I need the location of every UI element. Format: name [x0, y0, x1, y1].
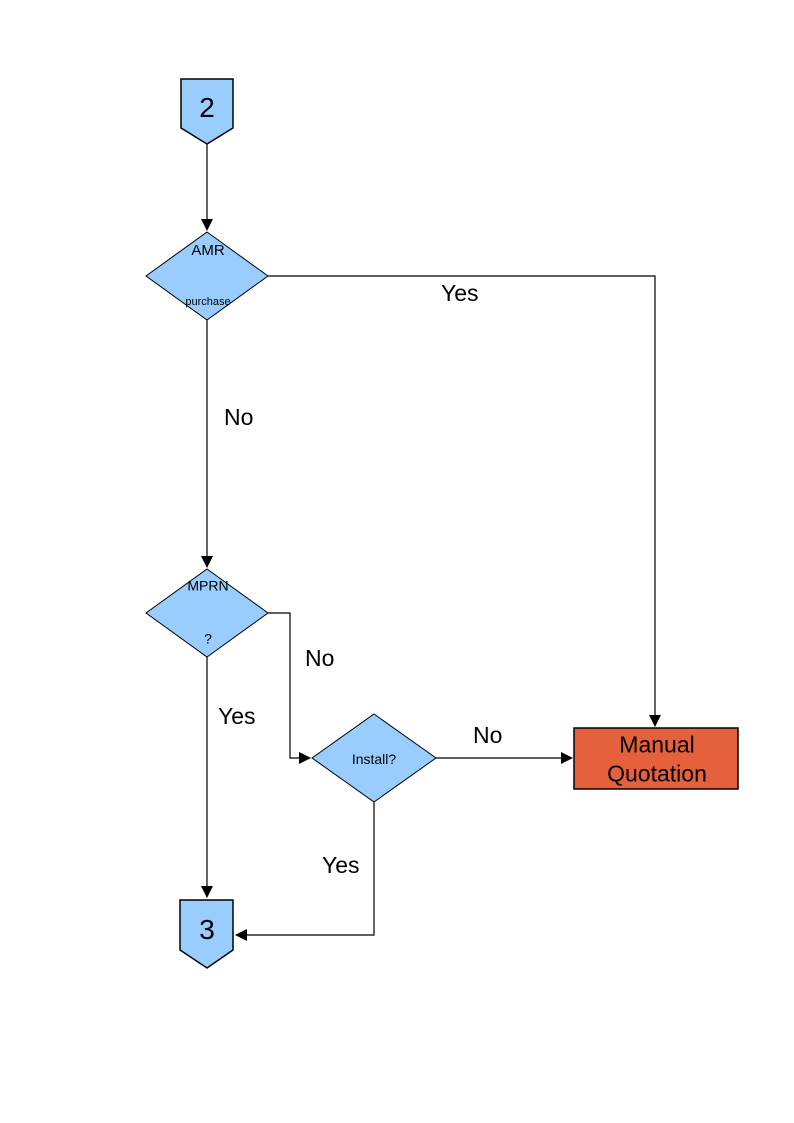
connector-3-node: [179, 899, 234, 969]
edge-amr-yes-to-manual-quotation: [268, 275, 661, 727]
connector-2-node: [180, 78, 234, 145]
manual-quotation-node: [573, 727, 739, 790]
amr-decision-label: AMR purchase: [185, 205, 230, 345]
install-decision-label: Install?: [351, 750, 397, 767]
amr-decision-line1: AMR: [191, 241, 225, 259]
edge-mprn-no-to-install: [268, 612, 311, 764]
connector-3-label: 3: [199, 913, 215, 945]
amr-decision-line2: purchase: [185, 295, 231, 308]
mprn-decision-line1: MPRN: [187, 577, 229, 594]
edge-label-amr-no: No: [224, 404, 254, 430]
mprn-decision-line2: ?: [204, 630, 212, 647]
edge-label-install-yes: Yes: [322, 852, 360, 878]
edge-label-install-no: No: [473, 722, 503, 748]
mprn-decision-label: MPRN ?: [187, 541, 228, 684]
edge-label-mprn-no: No: [305, 645, 335, 671]
edge-label-mprn-yes: Yes: [218, 703, 256, 729]
edge-label-amr-yes: Yes: [441, 280, 479, 306]
connector-2-label: 2: [199, 91, 215, 123]
edge-install-yes-to-connector3: [235, 802, 375, 941]
manual-quotation-label: Manual Quotation: [607, 731, 707, 786]
